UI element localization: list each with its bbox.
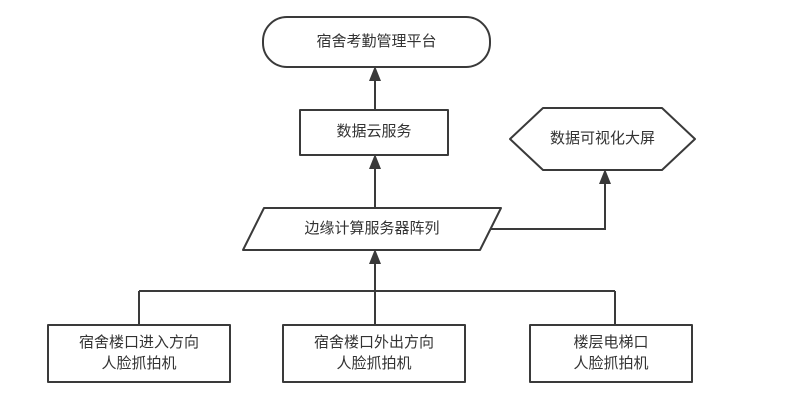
- arrowhead-to-platform: [369, 66, 381, 81]
- arrowhead-to-cloud: [369, 154, 381, 169]
- camera-entry-shape: [47, 324, 231, 383]
- edge-servers-to-bigscreen: [490, 183, 606, 230]
- camera-elevator-shape: [529, 324, 693, 383]
- arrowhead-to-servers: [369, 249, 381, 264]
- cloud-shape: [299, 109, 449, 156]
- camera-exit-shape: [282, 324, 466, 383]
- edge-servers-shape: [242, 207, 502, 251]
- bigscreen-shape: [509, 107, 696, 171]
- platform-shape: [262, 16, 491, 68]
- arrowhead-to-bigscreen: [599, 169, 611, 184]
